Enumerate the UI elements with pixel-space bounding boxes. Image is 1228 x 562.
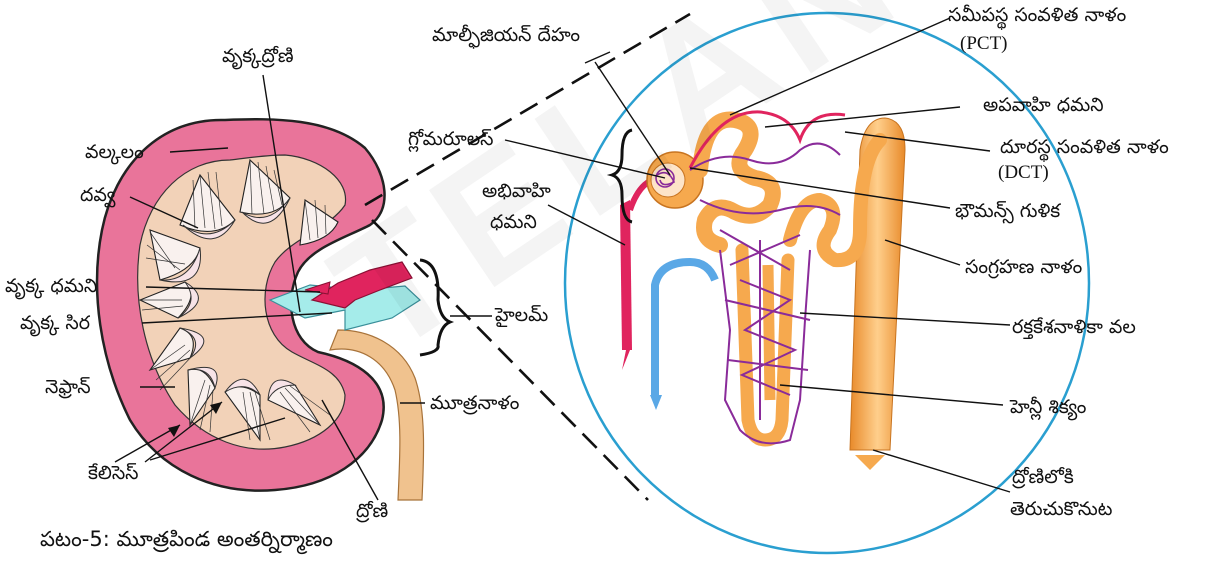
label-cortex: వల్కలం [85,141,144,163]
label-loop-of-henle: హెన్లీ శిక్యం [1010,396,1086,418]
label-pct: సమీపస్థ సంవళిత నాళం [948,4,1126,26]
label-efferent: అపవాహి ధమని [983,94,1104,116]
label-pct-abbr: (PCT) [960,33,1008,55]
label-afferent-1: అభివాహి [482,180,551,202]
label-ureter: మూత్రనాళం [430,392,519,414]
label-glomerulus: గ్లోమరూలస్ [408,128,494,150]
label-nephron: నెఫ్రాన్ [45,376,91,398]
label-dct: దూరస్థ సంవళిత నాళం [1000,136,1169,158]
collecting-duct [850,118,905,450]
label-renal-pelvis-top: వృక్కద్రోణి [222,45,294,67]
label-medulla: దవ్వ [80,184,115,206]
label-renal-artery: వృక్క ధమని [5,275,97,297]
label-opens-into-pelvis-2: తెరుచుకొనుట [1010,498,1112,520]
peritubular-vein [655,262,715,395]
label-capillary-network: రక్తకేశనాళికా వల [1012,316,1136,338]
label-opens-into-pelvis-1: ద్రోణిలోకి [1012,466,1074,488]
label-renal-vein: వృక్క సిర [20,312,90,334]
label-dct-abbr: (DCT) [998,162,1049,184]
label-pelvis: ద్రోణి [356,500,388,522]
label-hilum: హైలమ్ [495,304,548,326]
label-afferent-2: ధమని [490,211,537,233]
label-collecting-duct: సంగ్రహణ నాళం [965,256,1082,278]
figure-caption: పటం-5: మూత్రపిండ అంతర్నిర్మాణం [40,528,333,550]
label-calyces: కేలిసెస్ [88,462,139,484]
label-bowmans-capsule: భౌమన్స్ గుళిక [955,200,1060,222]
label-malpighian-body: మాల్ఫీజియన్ దేహం [432,24,580,46]
